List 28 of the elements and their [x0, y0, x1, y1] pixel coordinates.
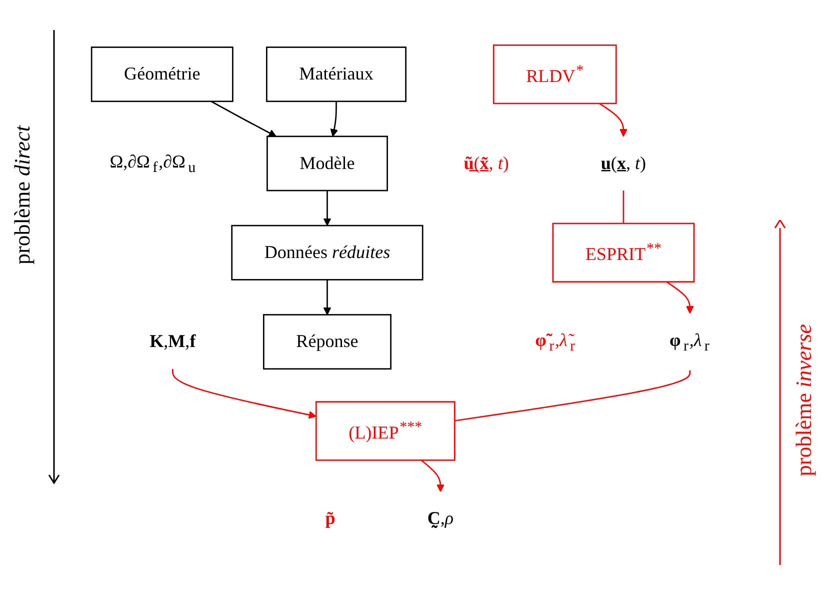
arrow	[323, 280, 332, 316]
arrow	[323, 190, 332, 226]
connector	[454, 370, 691, 422]
arrow	[666, 281, 694, 314]
arrow	[599, 102, 628, 137]
node-text: K,M,f	[150, 332, 196, 352]
node-text: C̰̰,ρ	[427, 508, 454, 529]
node-box: Géométrie	[90, 46, 234, 102]
node-box: ESPRIT$^{**}$	[552, 222, 695, 282]
node-box: RLDV$^{*}$	[492, 44, 617, 104]
node-label: Ω,∂Ω$_{f}$,∂Ω$_{u}$	[110, 152, 196, 176]
node-box: Matériaux	[266, 46, 406, 102]
node-label: p̃	[325, 508, 336, 529]
node-box: Modèle	[266, 136, 388, 192]
node-text: u̲(x̲, t)	[600, 154, 646, 174]
node-text: φ$_{r}$,λ$_{r}$	[669, 330, 710, 354]
connector	[622, 190, 624, 224]
arrow	[330, 101, 338, 137]
arrow	[420, 460, 444, 492]
arrow	[172, 368, 316, 419]
node-label: ũ̲(x̲̃, t)	[464, 154, 509, 174]
direction-label: problème direct	[9, 125, 36, 265]
node-box: Réponse	[263, 314, 392, 370]
node-box: (L)IEP$^{***}$	[315, 401, 456, 461]
arrow	[210, 100, 276, 137]
node-label: φ̃$_{r}$,λ̃$_{r}$	[535, 330, 576, 354]
direction-label: problème inverse	[791, 324, 818, 476]
node-box: Données réduites	[231, 224, 424, 280]
